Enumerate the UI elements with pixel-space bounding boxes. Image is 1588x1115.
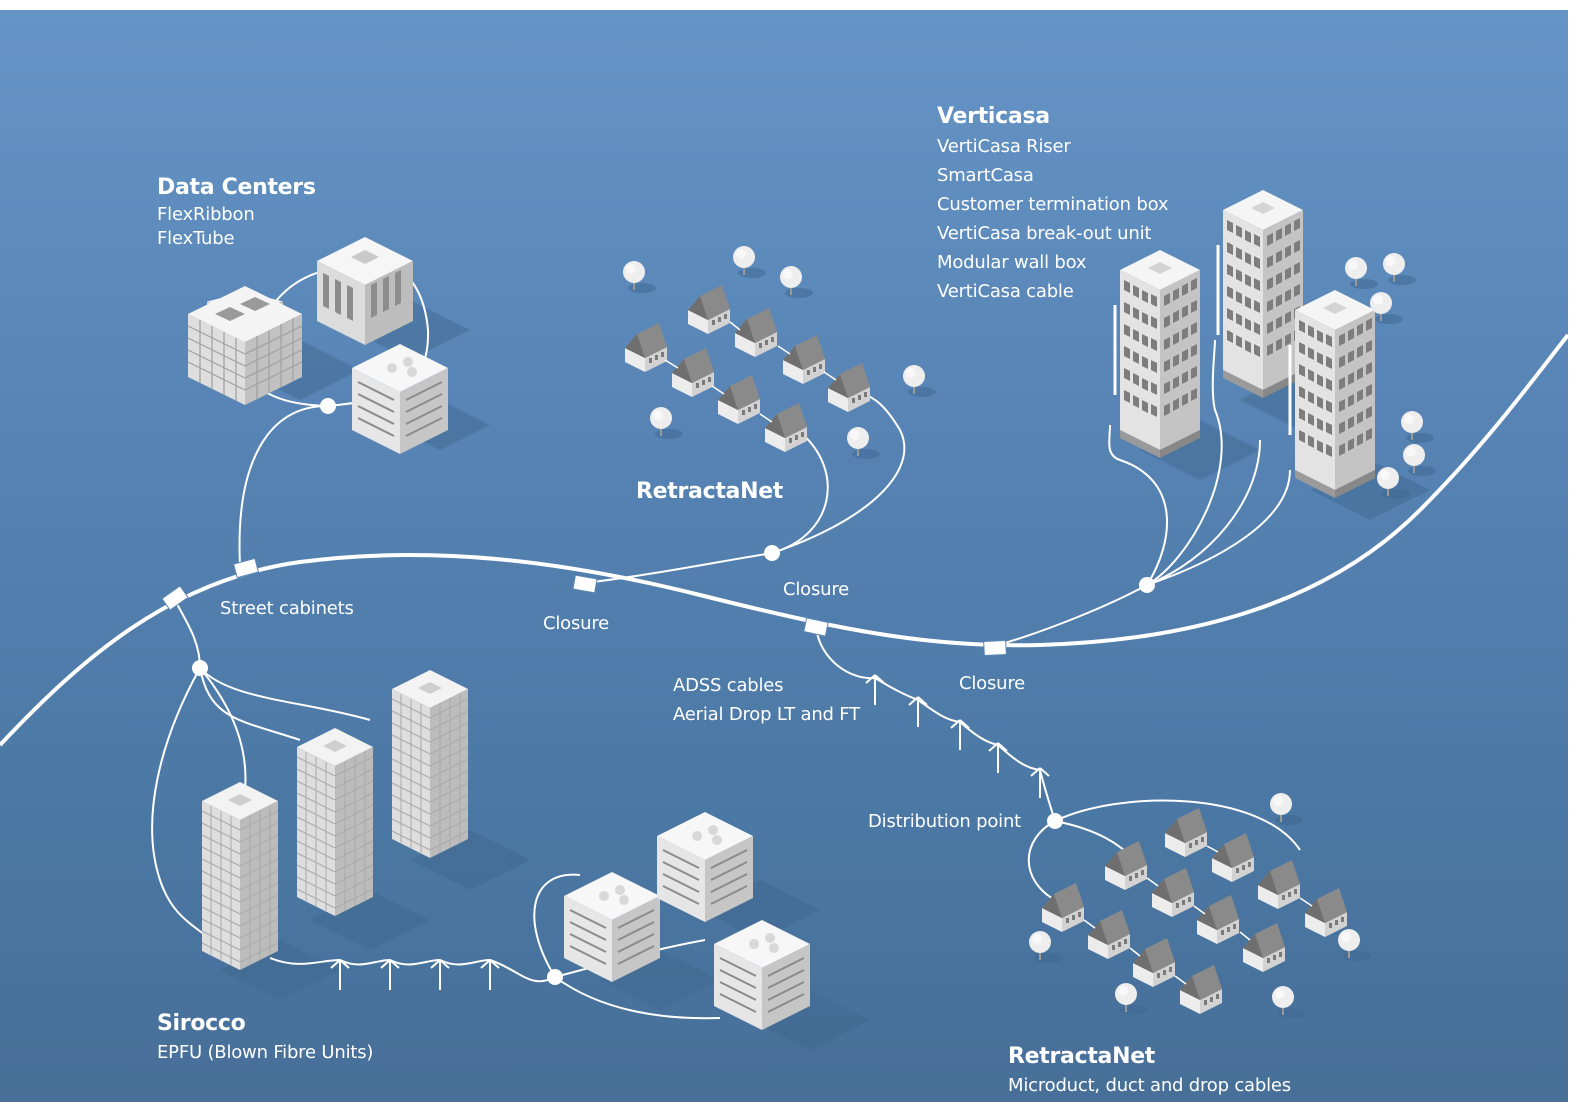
- sirocco-item-epfu: EPFU (Blown Fibre Units): [157, 1042, 374, 1063]
- verticasa-title: Verticasa: [937, 104, 1050, 129]
- verticasa-item-break-out-unit: VertiCasa break-out unit: [937, 223, 1152, 244]
- data-centers-title: Data Centers: [157, 175, 316, 200]
- closure-icon: [983, 639, 1007, 657]
- splice-point-icon: [547, 969, 563, 985]
- street-cabinets-label: Street cabinets: [220, 598, 354, 619]
- sirocco-title: Sirocco: [157, 1011, 246, 1036]
- network-diagram: Data Centers FlexRibbon FlexTube Vertica…: [0, 10, 1568, 1102]
- data-center-building-icon: [187, 286, 303, 405]
- street-cabinet-icon: [232, 557, 260, 579]
- splice-point-icon: [192, 660, 208, 676]
- retractanet-bottom-group: RetractaNet Microduct, duct and drop cab…: [1008, 1042, 1291, 1100]
- distribution-point-label: Distribution point: [868, 811, 1022, 832]
- verticasa-item-cable: VertiCasa cable: [937, 281, 1074, 302]
- splice-point-icon: [764, 545, 780, 561]
- verticasa-item-wall-box: Modular wall box: [937, 252, 1087, 273]
- verticasa-item-riser: VertiCasa Riser: [937, 136, 1071, 157]
- data-centers-item-flextube: FlexTube: [157, 228, 235, 249]
- retractanet-bottom-item-microduct: Microduct, duct and drop cables: [1008, 1075, 1291, 1096]
- adss-cables-label: ADSS cables: [673, 675, 784, 696]
- aerial-drop-label: Aerial Drop LT and FT: [673, 704, 860, 725]
- street-cabinet-icon: [161, 585, 189, 611]
- splice-point-icon: [1139, 577, 1155, 593]
- sirocco-group: Sirocco EPFU (Blown Fibre Units): [157, 1009, 373, 1067]
- verticasa-item-smartcasa: SmartCasa: [937, 165, 1034, 186]
- splice-point-icon: [320, 398, 336, 414]
- closure-icon: [572, 574, 598, 594]
- closure-label-2: Closure: [783, 579, 850, 600]
- distribution-point-icon: [1047, 813, 1063, 829]
- verticasa-item-termination-box: Customer termination box: [937, 194, 1169, 215]
- data-centers-group: Data Centers FlexRibbon FlexTube: [157, 173, 316, 251]
- closure-label-3: Closure: [959, 673, 1026, 694]
- retractanet-top-title: RetractaNet: [636, 479, 784, 504]
- verticasa-group: Verticasa VertiCasa Riser SmartCasa Cust…: [937, 102, 1168, 306]
- data-centers-item-flexribbon: FlexRibbon: [157, 204, 255, 225]
- closure-label-1: Closure: [543, 613, 610, 634]
- diagram-artwork: [0, 190, 1568, 1050]
- closure-icon: [803, 617, 829, 637]
- retractanet-bottom-title: RetractaNet: [1008, 1044, 1156, 1069]
